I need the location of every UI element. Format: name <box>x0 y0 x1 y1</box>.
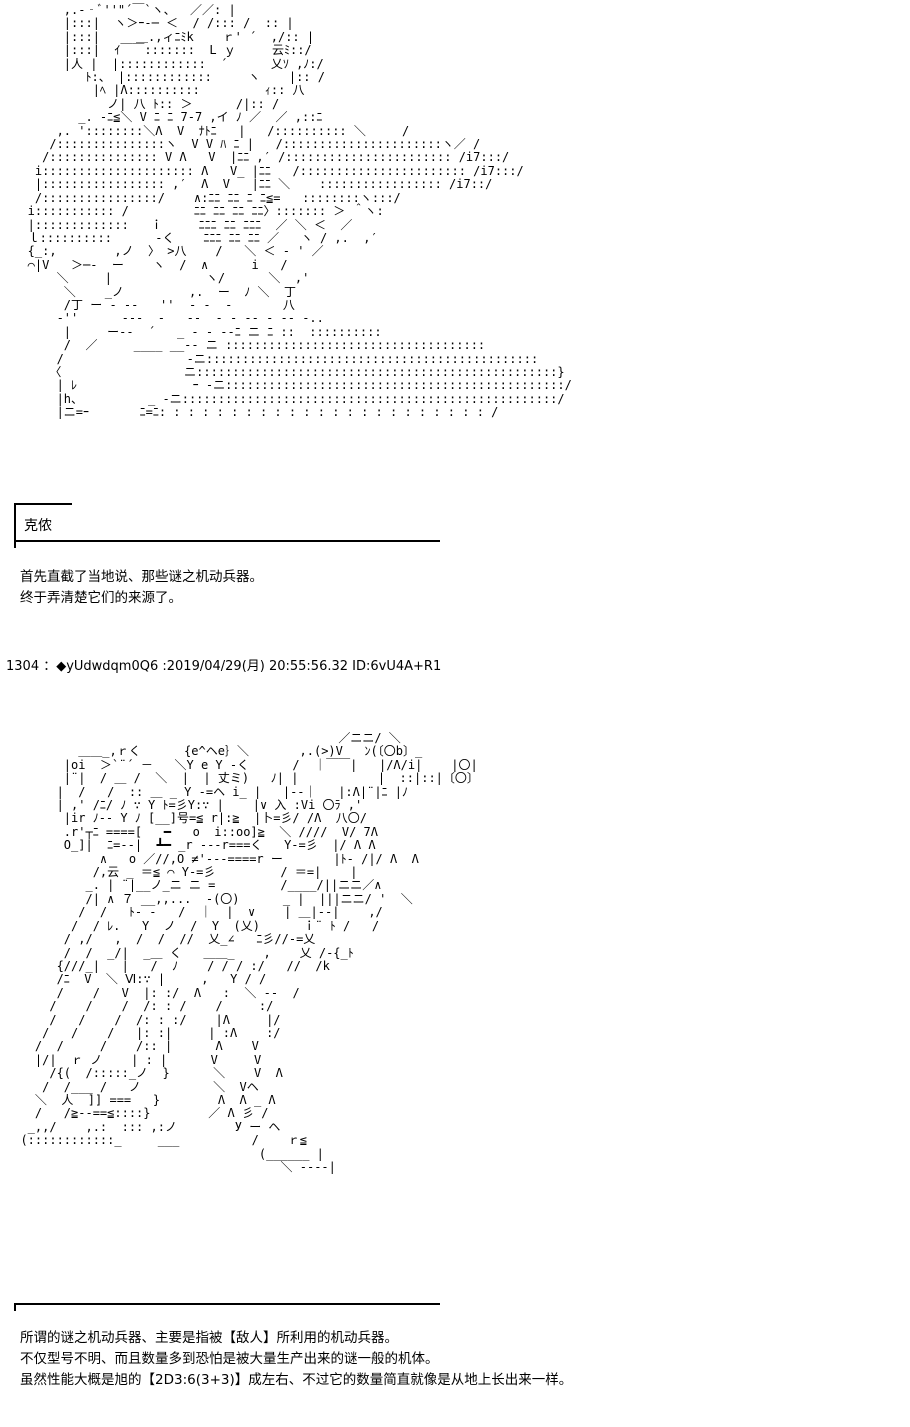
dialog-line: 所谓的谜之机动兵器、主要是指被【敌人】所利用的机动兵器。 <box>20 1330 398 1346</box>
dialog-block-1: 首先直截了当地说、那些谜之机动兵器。 终于弄清楚它们的来源了。 <box>20 567 263 609</box>
dialog-line: 虽然性能大概是旭的【2D3:6(3+3)】成左右、不过它的数量简直就像是从地上长… <box>20 1372 573 1388</box>
speaker-box-corner <box>14 503 72 545</box>
narration-divider <box>14 1303 440 1305</box>
ascii-art-mechs: ／ニニ/ ＼ ＿＿_,ｒく {e^ヘe｝＼ ,.(>)V ﾝ(〔〇b〕_ |oi… <box>20 731 479 1174</box>
speaker-name: 克侬 <box>24 518 52 534</box>
ascii-art-character-reading: ,.-‐ﾞ''"´￣`ヽ、 ／／: | |:::| ヽ＞ｰ-─ ＜ / /:::… <box>27 3 572 420</box>
dialog-line: 首先直截了当地说、那些谜之机动兵器。 <box>20 569 263 585</box>
post-header: 1304 ：◆yUdwdqm0Q6 :2019/04/29(月) 20:55:5… <box>6 659 442 674</box>
speaker-divider <box>14 540 440 542</box>
divider-tick <box>14 540 16 548</box>
dialog-line: 终于弄清楚它们的来源了。 <box>20 590 182 606</box>
divider-tick <box>14 1303 16 1311</box>
dialog-line: 不仅型号不明、而且数量多到恐怕是被大量生产出来的谜一般的机体。 <box>20 1351 439 1367</box>
dialog-block-2: 所谓的谜之机动兵器、主要是指被【敌人】所利用的机动兵器。 不仅型号不明、而且数量… <box>20 1328 572 1391</box>
